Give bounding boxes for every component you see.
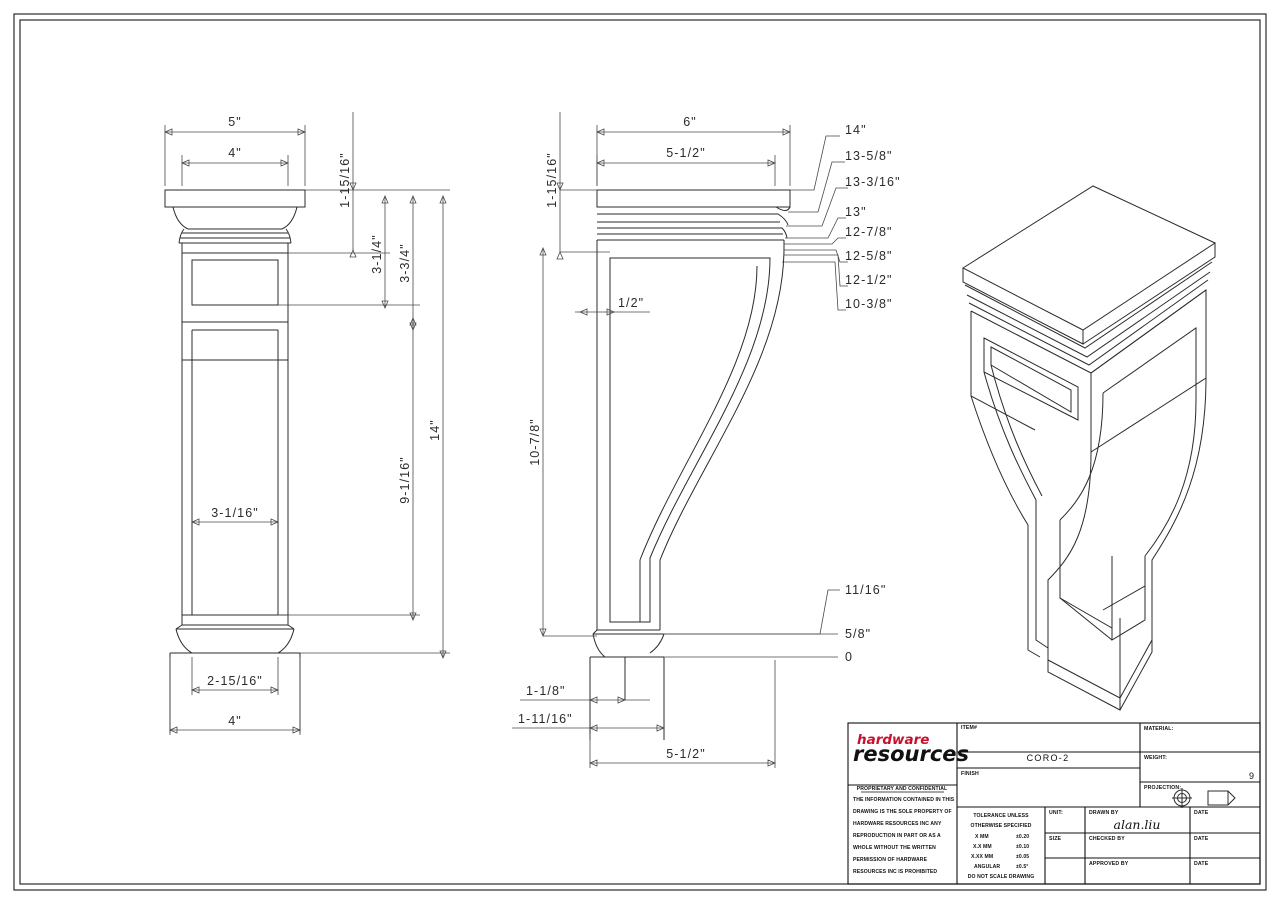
weight-label: WEIGHT: — [1144, 755, 1167, 761]
ordinate-12-1-2: 12-1/2" — [845, 273, 893, 287]
confidential-line-4: REPRODUCTION IN PART OR AS A — [853, 833, 941, 839]
confidential-line-6: PERMISSION OF HARDWARE — [853, 857, 928, 863]
dim-front-outer-width: 5" — [228, 115, 242, 129]
item-value: CORO-2 — [1027, 753, 1070, 763]
dim-side-foot-a: 1-1/8" — [526, 684, 566, 698]
confidential-line-5: WHOLE WITHOUT THE WRITTEN — [853, 845, 936, 851]
dim-side-foot-b: 1-11/16" — [518, 712, 573, 726]
approved-by-label: APPROVED BY — [1089, 861, 1129, 867]
drawn-by-value: alan.liu — [1114, 817, 1161, 832]
item-label: ITEM# — [961, 725, 977, 731]
confidential-line-3: HARDWARE RESOURCES INC ANY — [853, 821, 942, 827]
front-view-dimensions: 5" 4" 1-15/16" 3-1/4" 3-3/4" 9-1/16" 14" — [163, 112, 450, 735]
dim-front-panel-top: 3-1/4" — [370, 234, 384, 274]
dim-front-foot-outer: 4" — [228, 714, 242, 728]
dim-front-panel-top2: 3-3/4" — [398, 243, 412, 283]
checked-by-label: CHECKED BY — [1089, 836, 1125, 842]
ordinate-13-5-8: 13-5/8" — [845, 149, 893, 163]
logo-hardware: hardware — [857, 732, 929, 748]
tolerance-row-2-value: ±0.10 — [1016, 844, 1029, 850]
ordinate-5-8: 5/8" — [845, 627, 871, 641]
company-logo: hardware resources — [853, 732, 969, 766]
tolerance-line-2: OTHERWISE SPECIFIED — [971, 823, 1032, 829]
ordinate-13: 13" — [845, 205, 867, 219]
dim-front-panel-width: 3-1/16" — [211, 506, 259, 520]
tolerance-line-1: TOLERANCE UNLESS — [973, 813, 1029, 819]
tolerance-note: DO NOT SCALE DRAWING — [968, 874, 1035, 880]
dim-side-inner-depth: 5-1/2" — [666, 146, 706, 160]
confidential-line-1: THE INFORMATION CONTAINED IN THIS — [853, 797, 955, 803]
ordinate-14: 14" — [845, 123, 867, 137]
unit-label: UNIT: — [1049, 810, 1063, 816]
side-elevation-view — [589, 189, 791, 740]
ordinate-leaders — [664, 135, 848, 658]
tolerance-row-4-name: ANGULAR — [974, 864, 1000, 870]
tolerance-row-1-value: ±0.20 — [1016, 834, 1029, 840]
tolerance-row-4-value: ±0.5° — [1016, 864, 1028, 870]
isometric-view — [961, 185, 1217, 711]
ordinate-11-16: 11/16" — [845, 583, 886, 597]
dim-front-body-height: 9-1/16" — [398, 456, 412, 504]
tolerance-row-3-name: X.XX MM — [971, 854, 993, 860]
confidential-heading: PROPRIETARY AND CONFIDENTIAL — [857, 786, 948, 792]
material-label: MATERIAL: — [1144, 726, 1174, 732]
side-view-dimensions: 6" 5-1/2" 1-15/16" 1/2" 10-7/8" 1-1/8" 1… — [512, 112, 901, 768]
ordinate-12-7-8: 12-7/8" — [845, 225, 893, 239]
ordinate-12-5-8: 12-5/8" — [845, 249, 893, 263]
tolerance-row-3-value: ±0.05 — [1016, 854, 1029, 860]
date-label-1: DATE — [1194, 810, 1209, 816]
weight-value: 9 — [1249, 771, 1254, 781]
ordinate-13-3-16: 13-3/16" — [845, 175, 901, 189]
dim-side-body-height: 10-7/8" — [528, 418, 542, 466]
finish-label: FINISH — [961, 771, 979, 777]
date-label-3: DATE — [1194, 861, 1209, 867]
dim-front-overall-height: 14" — [428, 419, 442, 441]
dim-side-cap-height: 1-15/16" — [545, 152, 559, 208]
projection-symbol-icon — [1172, 788, 1236, 808]
tolerance-row-1-name: X MM — [975, 834, 989, 840]
logo-resources: resources — [853, 742, 969, 766]
projection-label: PROJECTION: — [1144, 785, 1181, 791]
sheet-border — [13, 13, 1267, 891]
drawn-by-label: DRAWN BY — [1089, 810, 1119, 816]
size-label: SIZE — [1049, 836, 1062, 842]
ordinate-10-3-8: 10-3/8" — [845, 297, 893, 311]
dim-side-outer-depth: 6" — [683, 115, 697, 129]
date-label-2: DATE — [1194, 836, 1209, 842]
confidential-notice: PROPRIETARY AND CONFIDENTIAL THE INFORMA… — [853, 786, 955, 875]
dim-front-foot-inner: 2-15/16" — [207, 674, 263, 688]
dim-side-groove: 1/2" — [618, 296, 644, 310]
dim-side-base-depth: 5-1/2" — [666, 747, 706, 761]
tolerance-block: TOLERANCE UNLESS OTHERWISE SPECIFIED X M… — [968, 813, 1035, 880]
confidential-line-2: DRAWING IS THE SOLE PROPERTY OF — [853, 809, 952, 815]
title-block: hardware resources PROPRIETARY AND CONFI… — [847, 722, 1261, 885]
confidential-line-7: RESOURCES INC IS PROHIBITED — [853, 869, 937, 875]
front-elevation-view — [164, 189, 306, 733]
dim-front-cap-height: 1-15/16" — [338, 152, 352, 208]
dim-front-inner-width: 4" — [228, 146, 242, 160]
ordinate-zero: 0 — [845, 650, 853, 664]
tolerance-row-2-name: X.X MM — [973, 844, 992, 850]
